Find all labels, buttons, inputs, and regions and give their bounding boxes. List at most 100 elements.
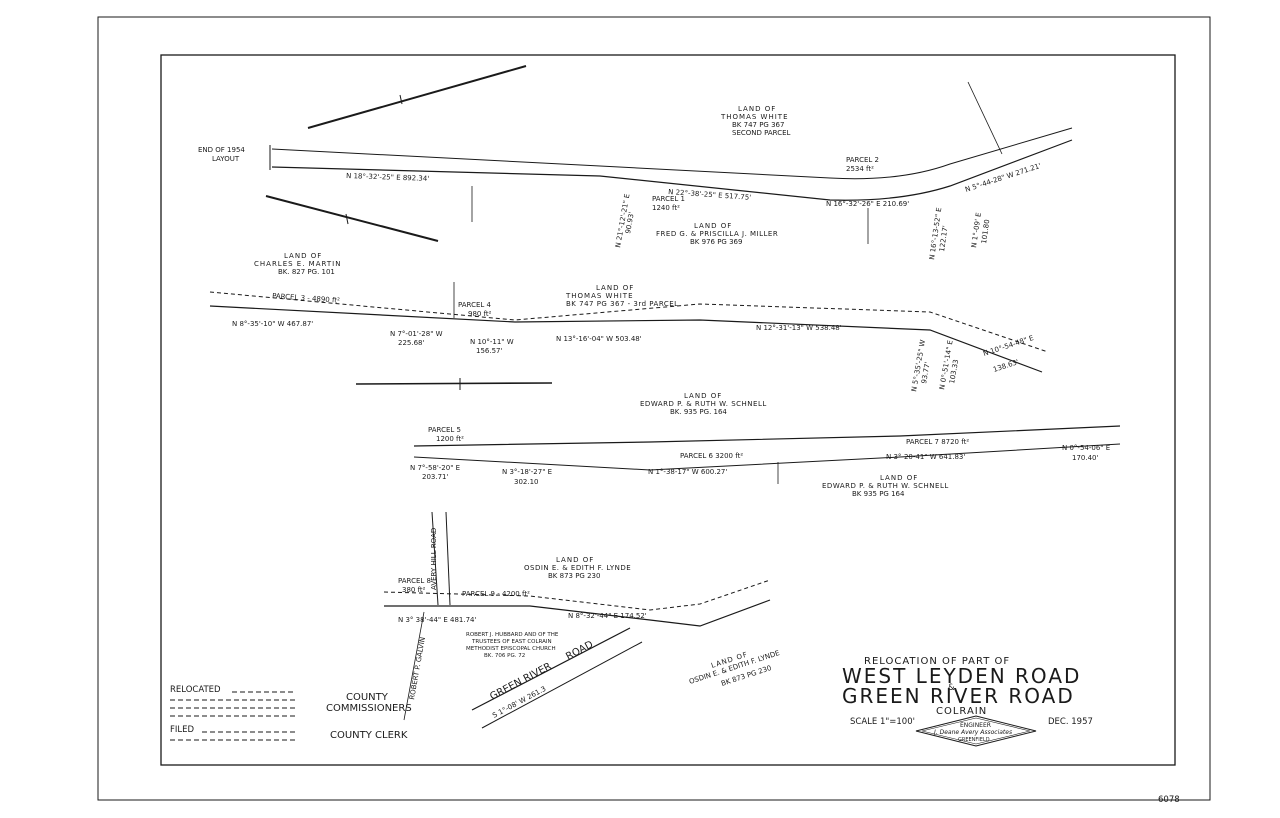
title-line-1: RELOCATION OF PART OF	[864, 656, 1010, 667]
tie-2b: 93.77'	[920, 361, 932, 384]
bearing-2e: 156.57'	[476, 347, 502, 355]
bearing-3a: N 7°-58'-20" E	[410, 464, 460, 472]
parcel-5-label: PARCEL 5	[428, 426, 461, 434]
bearing-3e: N 1°-38-17" W 600.27'	[648, 468, 727, 476]
bearing-3c: N 3°-18'-27" E	[502, 468, 552, 476]
title-amp: &	[948, 683, 955, 693]
land-martin-2: CHARLES E. MARTIN	[254, 260, 341, 268]
land-schnell-bot-3: BK 935 PG 164	[852, 490, 905, 498]
land-white-4: SECOND PARCEL	[732, 129, 791, 137]
parcel-1-label: PARCEL 1	[652, 195, 685, 203]
road-3-north-line	[413, 425, 1121, 447]
land-white2-3: BK 747 PG 367 - 3rd PARCEL	[566, 300, 679, 308]
county-clerk: COUNTY CLERK	[330, 730, 408, 741]
sheet-number: 6078	[1158, 795, 1180, 805]
north-arrow-2-tick	[345, 213, 349, 225]
land-white2-1: LAND OF	[596, 284, 634, 292]
hubbard-2: TRUSTEES OF EAST COLRAIN	[471, 639, 552, 645]
tie-1d: 122.17'	[938, 225, 950, 252]
commissioners-1: COUNTY	[346, 692, 389, 703]
bearing-1a: N 18°-32'-25" E 892.34'	[346, 172, 429, 183]
parcel-1-area: 1240 ft²	[652, 204, 680, 212]
land-white-2: THOMAS WHITE	[720, 113, 789, 121]
engineer-stamp-inner	[921, 717, 1031, 745]
land-schnell-top-2: EDWARD P. & RUTH W. SCHNELL	[640, 400, 767, 408]
bearing-2g: N 12°-31'-13" W 538.48'	[756, 324, 842, 332]
green-river-road-n	[471, 627, 631, 711]
robert-galvin: ROBERT P. GALVIN	[408, 636, 427, 700]
inner-border	[160, 54, 1176, 766]
land-miller-2: FRED G. & PRISCILLA J. MILLER	[656, 230, 778, 238]
green-river-road-s	[481, 641, 643, 729]
parcel-2-area: 2534 ft²	[846, 165, 874, 173]
road-1-south-line	[271, 139, 1073, 201]
north-arrow-3	[355, 382, 553, 385]
parcel-9: PARCEL 9 - 4200 ft²	[462, 590, 530, 598]
hubbard-4: BK. 706 PG. 72	[484, 653, 525, 659]
title-block: RELOCATION OF PART OF WEST LEYDEN ROAD &…	[842, 656, 1093, 747]
road-3-south-line	[413, 443, 1121, 471]
outer-border	[97, 16, 1211, 801]
land-white2-2: THOMAS WHITE	[565, 292, 634, 300]
road-2-south-line	[209, 305, 1043, 373]
land-lynde-top-1: LAND OF	[556, 556, 594, 564]
bearing-2c: 225.68'	[398, 339, 424, 347]
title-line-2: WEST LEYDEN ROAD	[842, 664, 1081, 688]
commissioners-2: COMMISSIONERS	[326, 703, 412, 714]
land-schnell-top-3: BK. 935 PG. 164	[670, 408, 727, 416]
north-arrow-1-tick	[399, 94, 403, 105]
hubbard-3: METHODIST EPISCOPAL CHURCH	[466, 646, 556, 652]
parcel-5-area: 1200 ft²	[436, 435, 464, 443]
bearing-2h: N 10°-54-48" E	[982, 334, 1035, 358]
legend-block: RELOCATED FILED COUNTY COMMISSIONERS COU…	[170, 685, 412, 741]
section-1-west-leyden-road: END OF 1954 LAYOUT LAND OF THOMAS WHITE …	[198, 65, 1073, 260]
land-martin-3: BK. 827 PG. 101	[278, 268, 335, 276]
hubbard-1: ROBERT J. HUBBARD AND OF THE	[466, 632, 559, 638]
bearing-4a: N 3° 38'-44" E 481.74'	[398, 616, 476, 624]
bearing-2a: N 8°-35'-10" W 467.87'	[232, 320, 313, 328]
title-line-3: GREEN RIVER ROAD	[842, 684, 1075, 708]
bearing-3b: 203.71'	[422, 473, 448, 481]
stamp-line-1: ENGINEER	[960, 722, 991, 729]
land-white-1: LAND OF	[738, 105, 776, 113]
land-schnell-top-1: LAND OF	[684, 392, 722, 400]
bearing-2b: N 7°-01'-28" W	[390, 330, 443, 338]
parcel-3: PARCEL 3 - 4890 ft²	[272, 292, 340, 305]
land-lynde-top-2: OSDIN E. & EDITH F. LYNDE	[524, 564, 631, 572]
parcel-6: PARCEL 6 3200 ft²	[680, 452, 743, 460]
avery-hill-road-w	[431, 511, 439, 606]
road-4-south-line	[384, 599, 771, 627]
parcel-7: PARCEL 7 8720 ft²	[906, 438, 969, 446]
bearing-3g: N 0°-54-06" E	[1062, 444, 1110, 452]
road-2-north-line	[209, 291, 1049, 353]
stamp-line-2: J. Deane Avery Associates	[933, 729, 1012, 736]
parcel-2-label: PARCEL 2	[846, 156, 879, 164]
bearing-3d: 302.10	[514, 478, 539, 486]
parcel-8-label: PARCEL 8	[398, 577, 431, 585]
bearing-2i: 138.63'	[992, 358, 1020, 374]
bearing-3f: N 3°-20-41" W 641.83'	[886, 453, 965, 461]
title-scale: SCALE 1"=100'	[850, 717, 915, 727]
bearing-4b: N 8°-32'-44" E 174.52'	[568, 612, 647, 620]
road-1-north-line	[271, 127, 1073, 180]
section-4-green-river-road: AVERY HILL ROAD LAND OF OSDIN E. & EDITH…	[383, 511, 781, 729]
galvin-line	[403, 611, 425, 721]
avery-hill-label: AVERY HILL ROAD	[430, 528, 438, 590]
end-of-layout-1: END OF 1954	[198, 146, 245, 154]
bearing-3h: 170.40'	[1072, 454, 1098, 462]
north-arrow-2	[265, 195, 439, 242]
tie-1f: 101.80	[980, 219, 991, 244]
road-4-north-line	[383, 579, 771, 611]
end-of-layout-2: LAYOUT	[212, 155, 240, 163]
road-label: ROAD	[564, 639, 595, 663]
land-miller-1: LAND OF	[694, 222, 732, 230]
parcel-4-area: 980 ft²	[468, 310, 492, 318]
land-white-3: BK 747 PG 367	[732, 121, 784, 129]
title-town: COLRAIN	[936, 706, 987, 717]
parcel-8-area: 380 ft²	[402, 586, 426, 594]
parcel-4-label: PARCEL 4	[458, 301, 492, 309]
land-lynde-top-3: BK 873 PG 230	[548, 572, 600, 580]
section-3-west-leyden-road: LAND OF EDWARD P. & RUTH W. SCHNELL BK. …	[355, 378, 1121, 498]
land-martin-1: LAND OF	[284, 252, 322, 260]
